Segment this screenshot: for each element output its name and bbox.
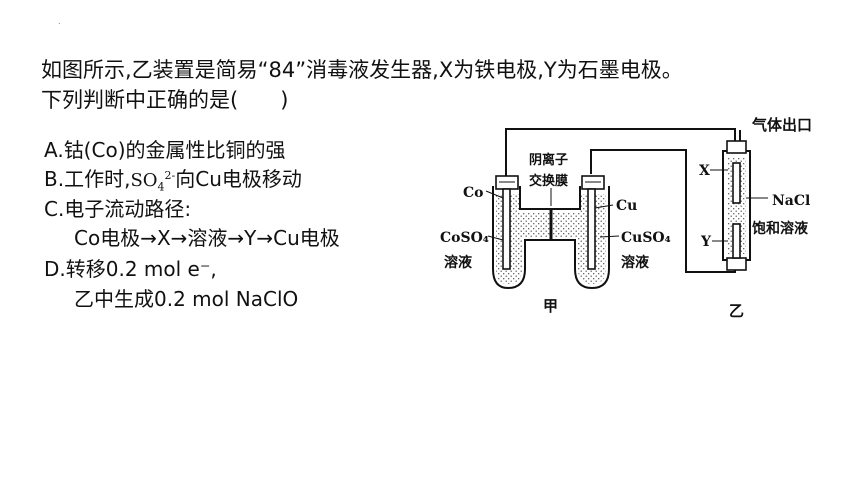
co-electrode [502, 188, 511, 270]
option-d: D.转移0.2 mol e⁻, [44, 257, 217, 281]
label-x: X [699, 163, 710, 179]
option-b-prefix: B.工作时, [44, 167, 131, 191]
cuso4-pointer [599, 235, 620, 238]
slide-mark: . [58, 17, 61, 26]
coso4-pointer [487, 235, 504, 241]
yi-bottom-stopper [726, 257, 747, 271]
label-cuso4-solution: 溶液 [621, 254, 650, 271]
label-coso4-solution: 溶液 [444, 254, 473, 271]
question-stem: 如图所示,乙装置是简易“84”消毒液发生器,X为铁电极,Y为石墨电极。 下列判断… [41, 55, 841, 115]
sulfate-ion-charge: 2- [164, 169, 176, 182]
sulfate-ion-main: SO [130, 170, 158, 191]
u-tube-wall-inner [519, 186, 581, 210]
sulfate-ion: SO42- [130, 169, 176, 194]
label-cu: Cu [616, 198, 637, 214]
question-stem-line-2: 下列判断中正确的是( ) [41, 88, 289, 112]
label-membrane-1: 阴离子 [529, 152, 568, 168]
cell-jia [485, 175, 620, 290]
cu-pointer [594, 204, 614, 209]
yi-tube-liquid [727, 157, 746, 254]
label-membrane-2: 交换膜 [529, 173, 568, 189]
x-electrode [732, 162, 741, 204]
option-c: C.电子流动路径: [44, 197, 192, 221]
option-d-detail: 乙中生成0.2 mol NaClO [74, 287, 299, 311]
yi-top-stopper [726, 140, 747, 154]
label-yi: 乙 [729, 302, 744, 320]
wire-co-to-gas-outlet [505, 128, 736, 178]
sulfate-ion-subscript: 4 [157, 180, 165, 194]
cu-electrode [587, 188, 596, 270]
u-tube-liquid [496, 194, 606, 284]
cell-yi [710, 130, 768, 271]
label-nacl-solution: 饱和溶液 [752, 220, 809, 237]
option-b-suffix: 向Cu电极移动 [175, 167, 302, 191]
option-a: A.钴(Co)的金属性比铜的强 [44, 138, 286, 162]
question-stem-line-1: 如图所示,乙装置是简易“84”消毒液发生器,X为铁电极,Y为石墨电极。 [41, 58, 683, 82]
option-c-path: Co电极→X→溶液→Y→Cu电极 [74, 226, 340, 250]
wire-cu-to-y [590, 149, 736, 273]
co-pointer [485, 190, 504, 199]
label-y: Y [700, 234, 712, 250]
label-jia: 甲 [543, 297, 558, 315]
label-cuso4: CuSO₄ [621, 230, 671, 246]
y-electrode [732, 223, 741, 259]
label-gas-outlet: 气体出口 [751, 116, 812, 134]
label-co: Co [463, 185, 483, 201]
label-nacl: NaCl [772, 193, 810, 209]
option-b: B.工作时,SO42-向Cu电极移动 [44, 163, 302, 194]
label-coso4: CoSO₄ [440, 230, 489, 246]
